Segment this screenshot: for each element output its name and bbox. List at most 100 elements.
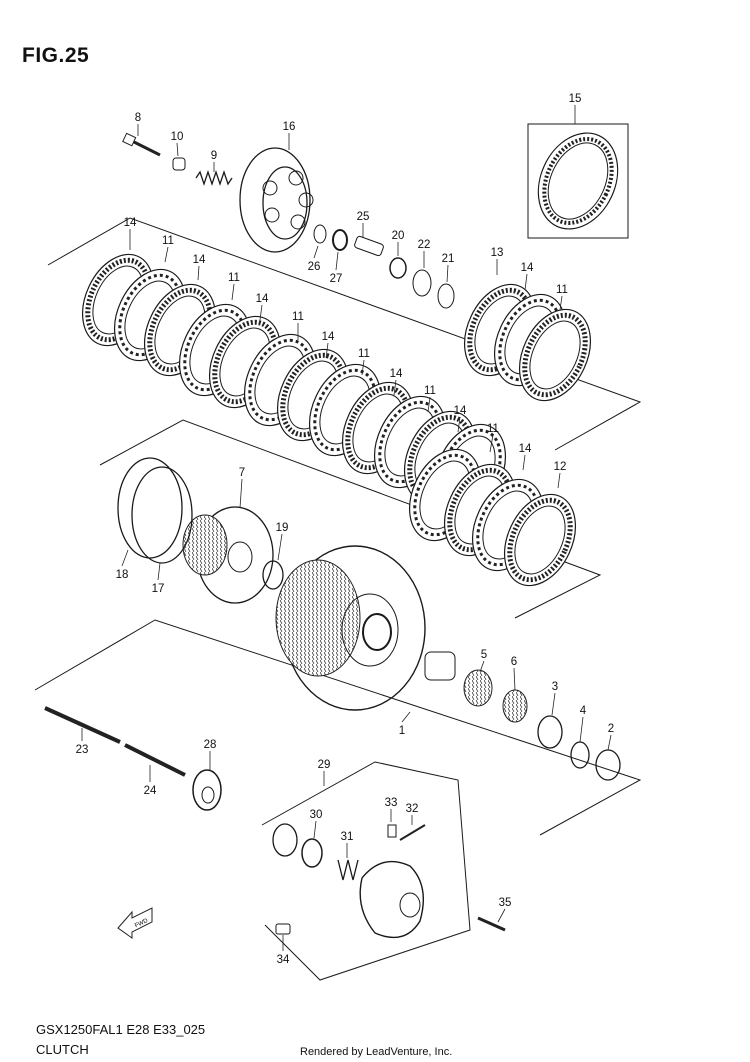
callout-6[interactable]: 6 <box>511 656 517 691</box>
callout-27[interactable]: 27 <box>330 251 343 285</box>
callout-number[interactable]: 24 <box>144 785 157 797</box>
callout-12[interactable]: 12 <box>554 461 567 489</box>
callout-number[interactable]: 20 <box>392 230 405 242</box>
callout-number[interactable]: 14 <box>454 405 467 417</box>
callout-16[interactable]: 16 <box>283 121 296 150</box>
callout-number[interactable]: 23 <box>76 744 89 756</box>
diagram-name: CLUTCH <box>36 1042 89 1057</box>
callout-24[interactable]: 24 <box>144 765 157 797</box>
callout-17[interactable]: 17 <box>152 562 165 595</box>
callout-11[interactable]: 11 <box>487 423 499 453</box>
callout-19[interactable]: 19 <box>276 522 289 561</box>
callout-5[interactable]: 5 <box>479 649 487 673</box>
callout-number[interactable]: 8 <box>135 112 141 124</box>
callout-number[interactable]: 16 <box>283 121 296 133</box>
callout-number[interactable]: 15 <box>569 93 582 105</box>
callout-number[interactable]: 1 <box>399 725 405 737</box>
callout-number[interactable]: 21 <box>442 253 455 265</box>
callout-number[interactable]: 22 <box>418 239 431 251</box>
callout-21[interactable]: 21 <box>442 253 455 283</box>
callout-number[interactable]: 10 <box>171 131 184 143</box>
callout-number[interactable]: 5 <box>481 649 487 661</box>
callout-31[interactable]: 31 <box>341 831 354 858</box>
callout-number[interactable]: 27 <box>330 273 343 285</box>
callout-number[interactable]: 11 <box>556 284 568 296</box>
callout-number[interactable]: 14 <box>124 217 137 229</box>
callout-number[interactable]: 31 <box>341 831 354 843</box>
callout-number[interactable]: 11 <box>424 385 436 397</box>
callout-number[interactable]: 4 <box>580 705 587 717</box>
callout-number[interactable]: 14 <box>193 254 206 266</box>
callout-number[interactable]: 11 <box>292 311 304 323</box>
callout-7[interactable]: 7 <box>239 467 245 509</box>
callout-14[interactable]: 14 <box>521 262 534 291</box>
callout-number[interactable]: 11 <box>228 272 240 284</box>
callout-11[interactable]: 11 <box>292 311 304 340</box>
callout-8[interactable]: 8 <box>135 112 141 136</box>
callout-number[interactable]: 11 <box>358 348 370 360</box>
callout-number[interactable]: 26 <box>308 261 321 273</box>
callout-11[interactable]: 11 <box>556 284 568 311</box>
callout-23[interactable]: 23 <box>76 728 89 756</box>
callout-18[interactable]: 18 <box>116 549 129 581</box>
callout-20[interactable]: 20 <box>392 230 405 256</box>
callout-11[interactable]: 11 <box>228 272 240 301</box>
callout-number[interactable]: 11 <box>162 235 174 247</box>
callout-15[interactable]: 15 <box>569 93 582 124</box>
callout-number[interactable]: 17 <box>152 583 165 595</box>
callout-number[interactable]: 29 <box>318 759 331 771</box>
callout-14[interactable]: 14 <box>256 293 269 321</box>
callout-35[interactable]: 35 <box>497 897 512 923</box>
callout-number[interactable]: 14 <box>390 368 403 380</box>
callout-number[interactable]: 28 <box>204 739 217 751</box>
callout-25[interactable]: 25 <box>357 211 370 238</box>
callout-11[interactable]: 11 <box>358 348 370 376</box>
callout-14[interactable]: 14 <box>519 443 532 471</box>
callout-33[interactable]: 33 <box>385 797 398 822</box>
callout-number[interactable]: 32 <box>406 803 419 815</box>
callout-32[interactable]: 32 <box>406 803 419 825</box>
callout-number[interactable]: 7 <box>239 467 245 479</box>
callout-14[interactable]: 14 <box>390 368 403 396</box>
callout-number[interactable]: 13 <box>491 247 504 259</box>
callout-14[interactable]: 14 <box>454 405 467 433</box>
callout-number[interactable]: 30 <box>310 809 323 821</box>
callout-29[interactable]: 29 <box>318 759 331 786</box>
callout-11[interactable]: 11 <box>162 235 174 263</box>
callout-number[interactable]: 11 <box>487 423 499 435</box>
callout-number[interactable]: 25 <box>357 211 370 223</box>
callout-number[interactable]: 14 <box>519 443 532 455</box>
callout-14[interactable]: 14 <box>124 217 137 250</box>
callout-number[interactable]: 2 <box>608 723 614 735</box>
callout-number[interactable]: 9 <box>211 150 217 162</box>
callout-11[interactable]: 11 <box>424 385 436 413</box>
callout-number[interactable]: 14 <box>322 331 335 343</box>
callout-9[interactable]: 9 <box>211 150 217 172</box>
callout-22[interactable]: 22 <box>418 239 431 268</box>
leader-line <box>239 478 243 509</box>
callout-3[interactable]: 3 <box>551 681 558 716</box>
callout-number[interactable]: 18 <box>116 569 129 581</box>
callout-2[interactable]: 2 <box>607 723 614 751</box>
callout-26[interactable]: 26 <box>308 245 321 273</box>
callout-number[interactable]: 3 <box>552 681 558 693</box>
callout-1[interactable]: 1 <box>399 711 411 737</box>
callout-number[interactable]: 14 <box>256 293 269 305</box>
callout-number[interactable]: 14 <box>521 262 534 274</box>
callout-number[interactable]: 33 <box>385 797 398 809</box>
callout-30[interactable]: 30 <box>310 809 323 839</box>
callout-14[interactable]: 14 <box>193 254 206 281</box>
callout-34[interactable]: 34 <box>277 935 290 966</box>
callout-10[interactable]: 10 <box>171 131 184 157</box>
callout-28[interactable]: 28 <box>204 739 217 770</box>
callout-14[interactable]: 14 <box>322 331 335 359</box>
callout-number[interactable]: 12 <box>554 461 567 473</box>
callout-number[interactable]: 19 <box>276 522 289 534</box>
push-rod-24 <box>124 743 186 777</box>
callout-4[interactable]: 4 <box>579 705 587 743</box>
callout-13[interactable]: 13 <box>491 247 504 275</box>
callout-number[interactable]: 6 <box>511 656 517 668</box>
callout-number[interactable]: 34 <box>277 954 290 966</box>
callout-number[interactable]: 35 <box>499 897 512 909</box>
leader-line <box>497 908 506 923</box>
